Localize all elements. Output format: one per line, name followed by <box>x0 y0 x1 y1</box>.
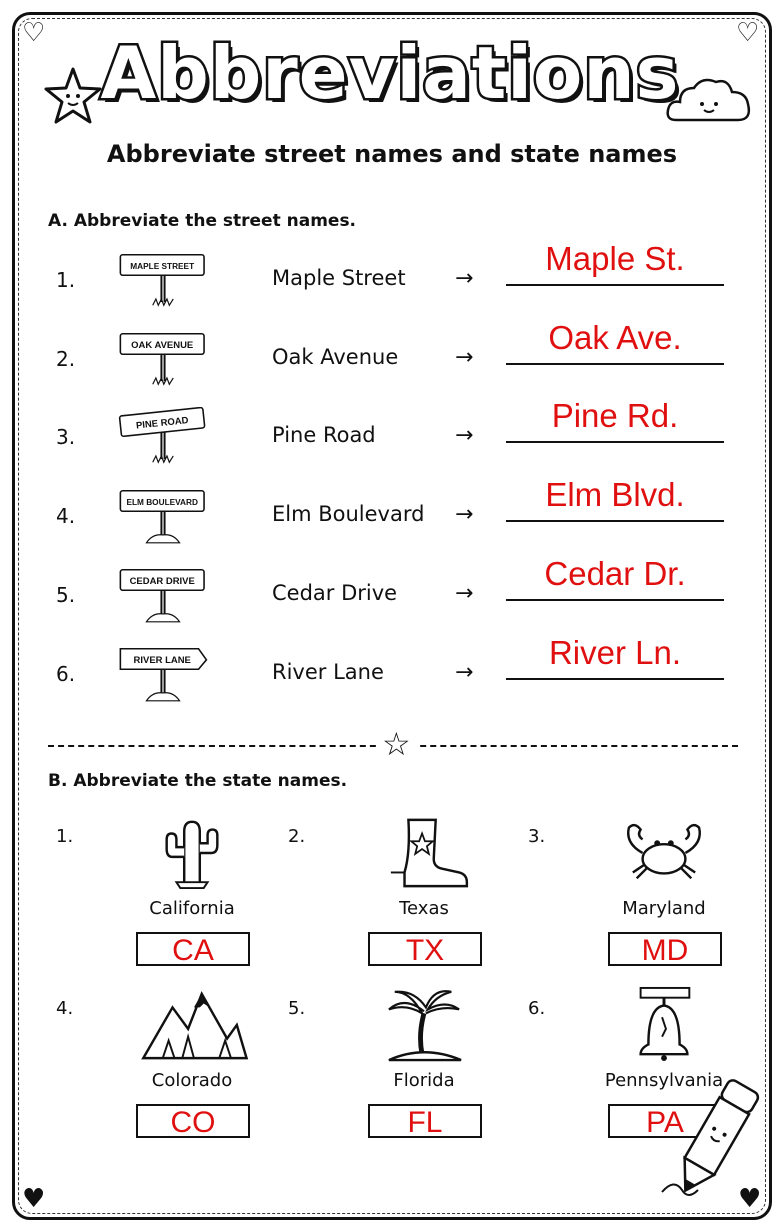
item-number: 1. <box>56 268 76 292</box>
street-sign-icon: MAPLE STREET <box>119 253 205 307</box>
street-row: 3. PINE ROAD Pine Road → Pine Rd. <box>0 397 784 501</box>
answer-field[interactable]: Elm Blvd. <box>506 476 724 522</box>
sign-text: MAPLE STREET <box>130 262 194 271</box>
subtitle: Abbreviate street names and state names <box>106 140 678 168</box>
arrow-right-icon: → <box>455 660 474 685</box>
crab-icon <box>627 823 701 880</box>
answer-field[interactable]: Maple St. <box>506 240 724 286</box>
street-name: Oak Avenue <box>272 345 399 369</box>
heart-icon: ♡ <box>22 18 46 48</box>
state-abbreviation-box[interactable]: MD <box>608 932 722 967</box>
state-name: Pennsylvania <box>604 1070 724 1091</box>
item-number: 3. <box>528 826 546 847</box>
street-name: Maple Street <box>272 266 406 290</box>
state-abbreviation-box[interactable]: TX <box>368 932 482 967</box>
answer-field[interactable]: Pine Rd. <box>506 397 724 443</box>
item-number: 6. <box>56 662 76 686</box>
answer-field[interactable]: Cedar Dr. <box>506 555 724 601</box>
item-number: 5. <box>288 998 306 1019</box>
street-name: Elm Boulevard <box>272 502 425 526</box>
street-row: 4. ELM BOULEVARD Elm Boulevard → Elm Blvd. <box>0 476 784 580</box>
pencil-icon <box>661 1079 760 1196</box>
street-row: 5. CEDAR DRIVE Cedar Drive → Cedar Dr. <box>0 555 784 659</box>
page-title: Abbreviations <box>98 29 681 118</box>
arrow-right-icon: → <box>455 502 474 527</box>
street-sign-icon: PINE ROAD <box>118 407 206 464</box>
item-number: 4. <box>56 998 74 1019</box>
street-sign-icon: ELM BOULEVARD <box>119 489 205 544</box>
item-number: 2. <box>288 826 306 847</box>
heart-icon: ♥ <box>738 1184 762 1214</box>
street-name: Cedar Drive <box>272 581 398 605</box>
state-name: Texas <box>399 898 449 919</box>
street-row: 2. OAK AVENUE Oak Avenue → Oak Ave. <box>0 319 784 423</box>
street-sign-icon: OAK AVENUE <box>119 332 205 386</box>
street-name: River Lane <box>272 660 384 684</box>
cactus-icon <box>165 820 219 890</box>
item-number: 3. <box>56 425 76 449</box>
item-number: 5. <box>56 583 76 607</box>
heart-icon: ♡ <box>736 18 760 48</box>
sign-text: OAK AVENUE <box>131 340 193 351</box>
street-sign-icon: CEDAR DRIVE <box>119 568 205 623</box>
sign-text: ELM BOULEVARD <box>126 498 198 507</box>
star-icon <box>44 67 102 124</box>
arrow-right-icon: → <box>455 423 474 448</box>
section-a-heading: A. Abbreviate the street names. <box>48 211 357 231</box>
cowboy-boot-icon <box>390 818 469 888</box>
palm-tree-icon <box>388 990 462 1062</box>
heart-icon: ♥ <box>22 1184 46 1214</box>
street-sign-icon: RIVER LANE <box>119 647 208 702</box>
street-row: 1. MAPLE STREET Maple Street → Maple St. <box>0 240 784 344</box>
arrow-right-icon: → <box>455 345 474 370</box>
sign-text: CEDAR DRIVE <box>130 576 195 587</box>
state-name: Florida <box>393 1070 455 1091</box>
item-number: 4. <box>56 504 76 528</box>
item-number: 1. <box>56 826 74 847</box>
sign-text: RIVER LANE <box>134 655 191 666</box>
street-name: Pine Road <box>272 423 376 447</box>
state-name: Colorado <box>151 1070 233 1091</box>
page-border-inner <box>18 18 766 1214</box>
cloud-icon <box>666 78 751 122</box>
page-border <box>12 12 772 1220</box>
answer-field[interactable]: River Ln. <box>506 634 724 680</box>
answer-field[interactable]: Oak Ave. <box>506 319 724 365</box>
state-abbreviation-box[interactable]: CO <box>136 1104 250 1139</box>
arrow-right-icon: → <box>455 266 474 291</box>
street-row: 6. RIVER LANE River Lane → River Ln. <box>0 634 784 738</box>
state-abbreviation-box[interactable]: PA <box>608 1104 722 1139</box>
liberty-bell-icon <box>639 986 691 1062</box>
state-abbreviation-box[interactable]: FL <box>368 1104 482 1139</box>
item-number: 6. <box>528 998 546 1019</box>
mountains-icon <box>141 990 249 1060</box>
item-number: 2. <box>56 347 76 371</box>
sign-text: PINE ROAD <box>136 415 190 431</box>
state-abbreviation-box[interactable]: CA <box>136 932 250 967</box>
star-icon: ☆ <box>376 728 417 760</box>
section-b-heading: B. Abbreviate the state names. <box>48 771 348 791</box>
state-name: Maryland <box>622 898 706 919</box>
state-name: California <box>149 898 235 919</box>
arrow-right-icon: → <box>455 581 474 606</box>
